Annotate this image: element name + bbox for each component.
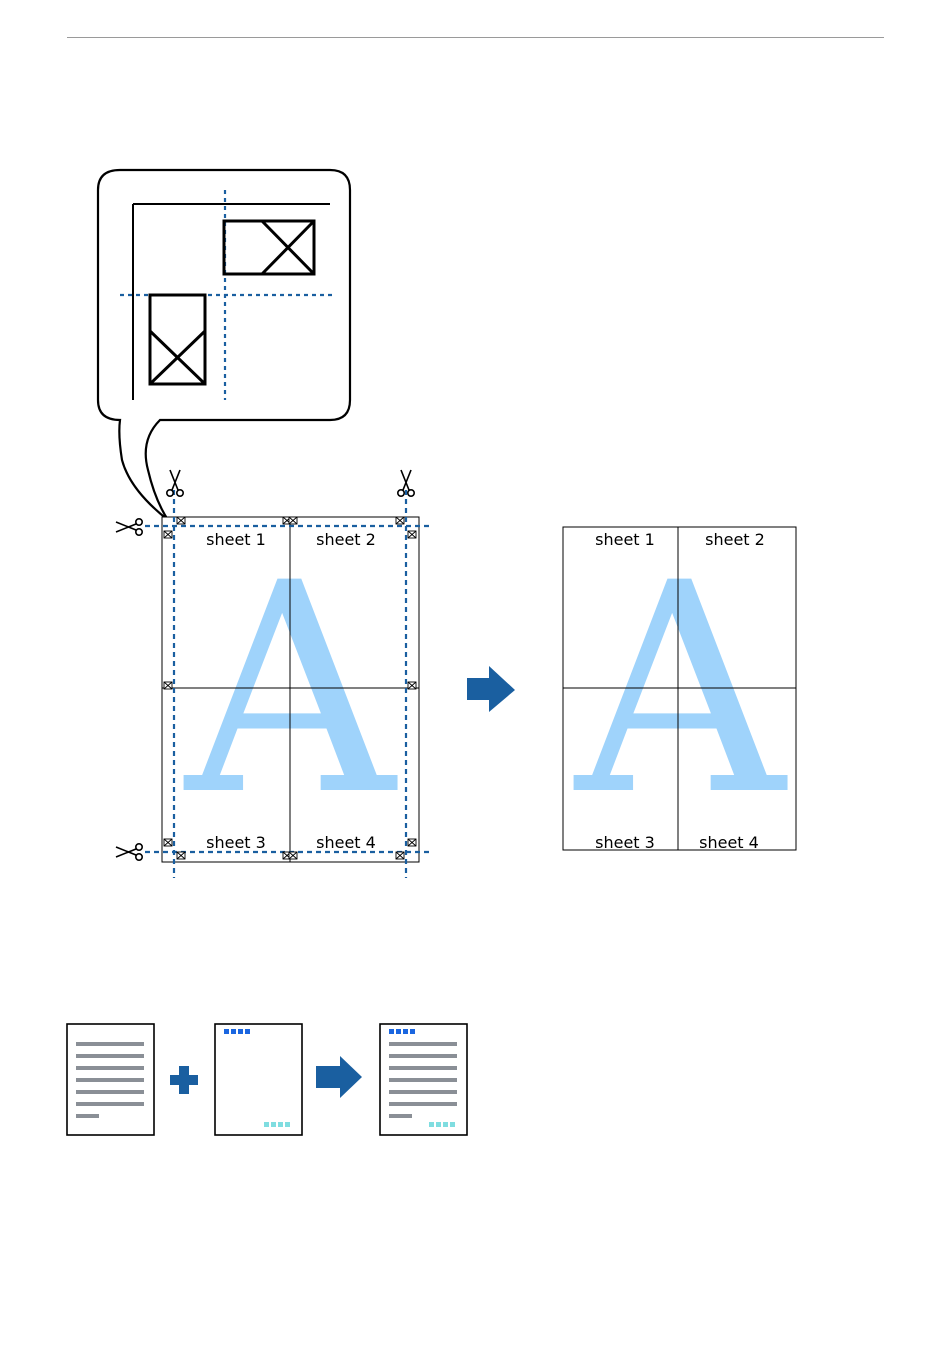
sheet-label: sheet 2	[705, 530, 765, 549]
sheet-label: sheet 2	[316, 530, 376, 549]
scissors-icon	[116, 519, 142, 535]
sheet-label: sheet 1	[595, 530, 655, 549]
arrow-right-icon	[467, 666, 515, 712]
printed-poster-page: A sheet 1 sheet 2 sheet 3 sheet 4	[116, 470, 430, 878]
assembled-poster: A sheet 1 sheet 2 sheet 3 sheet 4	[563, 522, 796, 859]
callout-balloon	[98, 170, 350, 520]
plus-icon	[170, 1066, 198, 1094]
document-icon	[67, 1024, 154, 1135]
arrow-right-icon	[316, 1056, 362, 1098]
sheet-label: sheet 3	[595, 833, 655, 852]
sheet-label: sheet 1	[206, 530, 266, 549]
header-footer-page-icon	[215, 1024, 302, 1135]
combined-document-icon	[380, 1024, 467, 1135]
sheet-label: sheet 4	[699, 833, 759, 852]
watermark-letter: A	[571, 522, 789, 859]
sheet-label: sheet 4	[316, 833, 376, 852]
sheet-label: sheet 3	[206, 833, 266, 852]
scissors-icon	[116, 844, 142, 860]
